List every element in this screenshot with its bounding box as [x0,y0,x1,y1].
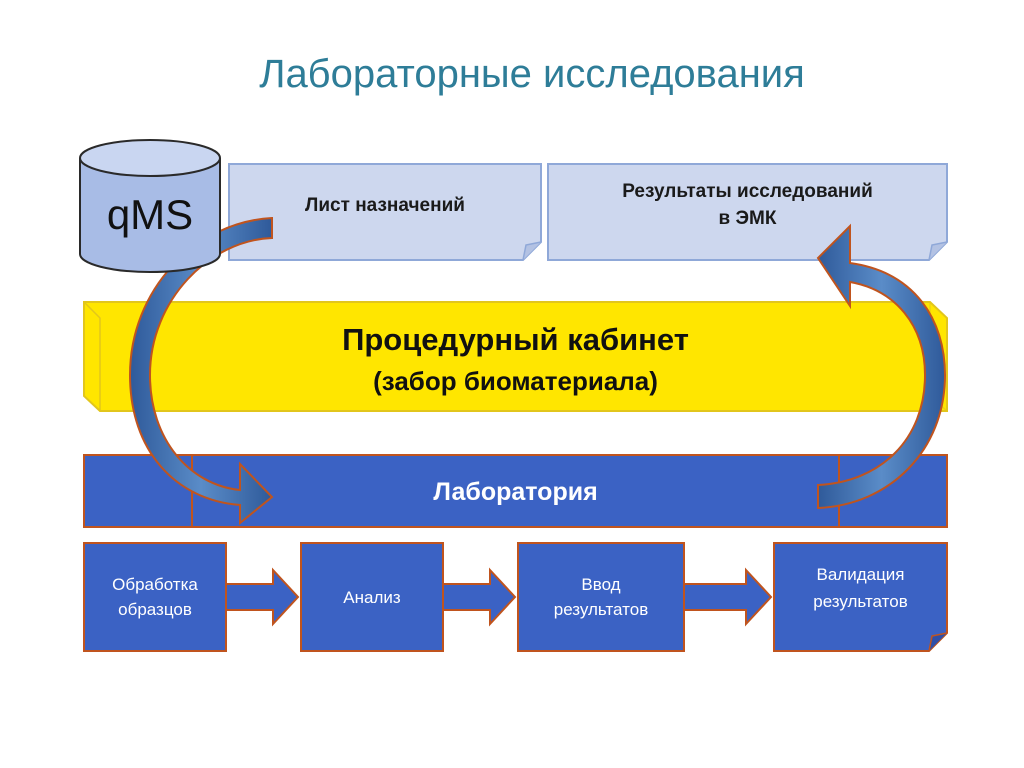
curved-arrow-to-laboratory [128,216,274,526]
step-arrow-1 [225,567,300,627]
page-title: Лабораторные исследования [259,52,805,96]
step-label-sample-processing-2: образцов [118,600,192,619]
database-cylinder-icon [79,139,221,273]
procedure-room-subtitle: (забор биоматериала) [373,366,658,396]
step-box-results-entry [517,542,685,652]
step-arrow-2 [442,567,517,627]
procedure-room-title: Процедурный кабинет [342,322,689,357]
step-label-sample-processing-1: Обработка [112,575,198,594]
database-label: qMS [106,191,194,238]
step-label-analysis: Анализ [343,588,401,607]
step-label-validation-1: Валидация [816,565,905,584]
document-results-label-line2: в ЭМК [718,208,777,229]
document-results-label-line1: Результаты исследований [622,181,873,202]
step-box-results-validation [773,542,948,652]
laboratory-label: Лаборатория [433,478,598,506]
step-arrow-3 [683,567,773,627]
step-box-analysis [300,542,444,652]
step-box-sample-processing [83,542,227,652]
document-assignments-label: Лист назначений [305,195,465,216]
step-label-results-entry-2: результатов [553,600,649,619]
curved-arrow-to-results [816,223,947,510]
step-label-results-entry-1: Ввод [581,575,621,594]
step-label-validation-2: результатов [813,592,908,611]
